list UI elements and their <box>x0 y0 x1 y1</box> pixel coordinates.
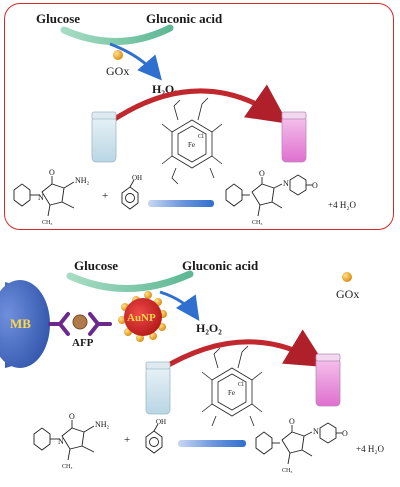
aunp-label: AuNP <box>127 312 156 324</box>
bottom-fe-atom: Fe <box>228 389 235 397</box>
detection-antibody-icon <box>88 312 112 336</box>
bottom-aap-amine: NH₂ <box>95 420 110 429</box>
top-aap-methyl: CH₃ <box>42 220 52 226</box>
mb-label: MB <box>10 316 31 331</box>
bottom-aap-nitrogen: N <box>58 437 64 446</box>
bottom-phenol-molecule: OH <box>145 418 166 454</box>
immuno-sandwich: AFP <box>48 312 112 349</box>
bottom-hemin-structure: Fe Cl <box>201 345 263 427</box>
bottom-h2o2-label: H₂O₂ <box>196 321 222 335</box>
bottom-tube-clear-icon <box>145 361 171 415</box>
tube-pink-icon <box>281 111 307 163</box>
bottom-glucose-label: Glucose <box>74 258 118 273</box>
top-product-oxygen-2: O <box>312 181 318 190</box>
aunp-particle: AuNP <box>118 291 167 342</box>
top-plus-sign: + <box>102 190 108 202</box>
bottom-gluconic-label: Gluconic acid <box>182 258 259 273</box>
top-hemin-structure: Fe Cl <box>161 97 223 185</box>
bottom-water-label: +4 H₂O <box>356 444 384 454</box>
bottom-cl-atom: Cl <box>238 382 244 388</box>
top-reaction-arrow <box>148 200 214 207</box>
capture-antibody-icon <box>48 312 70 336</box>
gox-legend-label: GOx <box>336 287 359 301</box>
top-phenol-molecule: OH <box>121 174 142 210</box>
bottom-reaction-arrow <box>178 440 246 447</box>
bottom-plus-sign: + <box>124 434 130 446</box>
afp-antigen-icon <box>72 314 88 330</box>
gox-dot-icon <box>113 50 123 60</box>
bottom-glucose-reaction: Glucose Gluconic acid H₂O₂ <box>66 258 259 335</box>
bottom-phenol-oh: OH <box>156 418 166 426</box>
bottom-product-nitrogen: N <box>313 427 319 436</box>
top-product-molecule: O N O CH₃ <box>225 169 318 226</box>
gox-legend-icon <box>342 272 352 282</box>
bottom-product-methyl: CH₃ <box>282 468 292 474</box>
bottom-aap-methyl: CH₃ <box>62 464 72 470</box>
top-color-change <box>91 84 307 163</box>
bottom-tube-pink-icon <box>315 353 341 407</box>
top-product-oxygen: O <box>259 169 265 178</box>
bottom-product-oxygen: O <box>289 417 295 426</box>
top-aap-molecule: O NH₂ N CH₃ <box>13 168 90 226</box>
top-fe-atom: Fe <box>188 141 195 149</box>
bottom-aap-molecule: O NH₂ N CH₃ <box>33 412 110 470</box>
afp-label: AFP <box>72 337 94 349</box>
top-glucose-label: Glucose <box>36 11 80 26</box>
top-aap-nitrogen: N <box>38 193 44 202</box>
gox-legend: GOx <box>336 272 359 301</box>
tube-clear-icon <box>91 111 117 163</box>
top-glucose-reaction: Glucose Gluconic acid GOx H₂O₂ <box>36 11 223 96</box>
top-cl-atom: Cl <box>198 134 204 140</box>
top-product-methyl: CH₃ <box>252 220 262 226</box>
bottom-product-molecule: O N O CH₃ <box>255 417 348 474</box>
bottom-color-change <box>145 329 341 415</box>
top-aap-amine: NH₂ <box>75 176 90 185</box>
top-water-label: +4 H₂O <box>328 200 356 210</box>
top-phenol-oh: OH <box>132 174 142 182</box>
bottom-product-oxygen-2: O <box>342 429 348 438</box>
top-product-nitrogen: N <box>283 179 289 188</box>
top-aap-oxygen: O <box>49 168 55 177</box>
top-gox-label: GOx <box>106 64 129 78</box>
bottom-aap-oxygen: O <box>69 412 75 421</box>
magnetic-bead: MB <box>0 280 50 368</box>
top-gluconic-label: Gluconic acid <box>146 11 223 26</box>
